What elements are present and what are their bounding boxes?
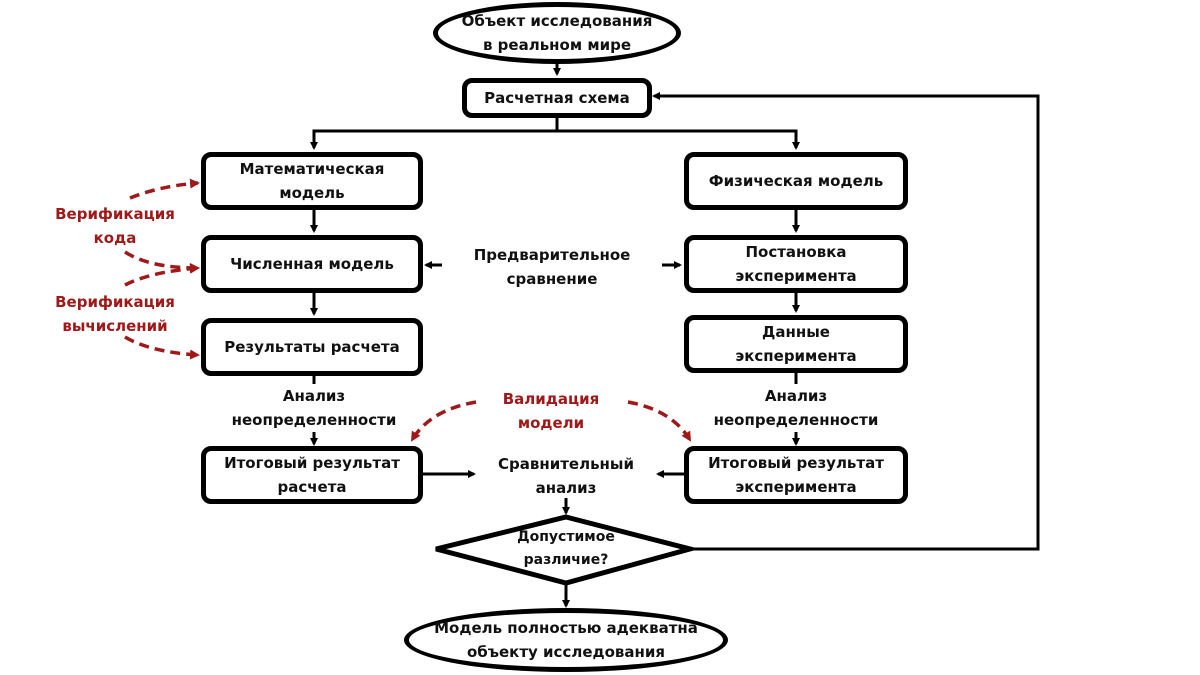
split-connector-right [557, 129, 800, 150]
node-text: Итоговый результат [708, 454, 884, 472]
node-text: расчета [277, 478, 347, 496]
prelim-compare-label: Предварительное сравнение [452, 243, 652, 291]
node-text: Численная модель [230, 255, 394, 273]
node-text: Расчетная схема [484, 89, 630, 107]
node-text: Модель полностью адекватна [434, 619, 698, 637]
experiment-data-node: Данные эксперимента [684, 315, 908, 373]
final-experiment-node: Итоговый результат эксперимента [684, 446, 908, 504]
node-text: Результаты расчета [224, 338, 400, 356]
calc-scheme-node: Расчетная схема [462, 78, 652, 118]
end-node: Модель полностью адекватна объекту иссле… [404, 608, 728, 672]
final-calc-node: Итоговый результат расчета [201, 446, 423, 504]
node-text: различие? [523, 552, 609, 568]
code-verification-annotation: Верификация кода [40, 202, 190, 250]
start-node: Объект исследования в реальном мире [433, 2, 681, 64]
calc-verification-arrow-bottom [124, 335, 200, 360]
validation-arrow-right [627, 400, 692, 442]
experiment-setup-node: Постановка эксперимента [684, 235, 908, 293]
node-text: в реальном мире [482, 36, 632, 54]
calc-results-node: Результаты расчета [201, 318, 423, 376]
annotation-text: Верификация [55, 205, 175, 223]
physical-model-node: Физическая модель [684, 152, 908, 210]
node-text: Постановка [745, 243, 847, 261]
node-text: эксперимента [735, 347, 857, 365]
node-text: объекту исследования [466, 643, 666, 661]
split-connector [310, 114, 559, 150]
node-text: Физическая модель [708, 172, 884, 190]
annotation-text: кода [93, 229, 137, 247]
code-verification-arrow-top [129, 178, 200, 200]
node-text: Объект исследования [461, 12, 653, 30]
decision-text: Допустимое различие? [486, 526, 646, 572]
label-text: Анализ [764, 387, 828, 405]
label-text: Предварительное [473, 246, 631, 264]
label-text: Анализ [282, 387, 346, 405]
calc-verification-annotation: Верификация вычислений [40, 290, 190, 338]
numeric-model-node: Численная модель [201, 235, 423, 293]
label-text: неопределенности [231, 411, 397, 429]
node-text: Допустимое [517, 529, 615, 545]
comparative-analysis-label: Сравнительный анализ [466, 452, 666, 500]
code-verification-arrow-bottom [124, 250, 200, 273]
model-validation-annotation: Валидация модели [476, 387, 626, 435]
uncertainty-left-label: Анализ неопределенности [214, 384, 414, 432]
node-text: Данные [762, 323, 830, 341]
node-text: эксперимента [735, 267, 857, 285]
node-text: эксперимента [735, 478, 857, 496]
annotation-text: Валидация [502, 390, 600, 408]
node-text: Математическая [239, 160, 385, 178]
annotation-text: вычислений [62, 317, 168, 335]
feedback-loop [652, 92, 1040, 551]
math-model-node: Математическая модель [201, 152, 423, 210]
node-text: модель [279, 184, 345, 202]
annotation-text: Верификация [55, 293, 175, 311]
annotation-text: модели [517, 414, 585, 432]
label-text: сравнение [506, 270, 598, 288]
decision-diamond [435, 514, 700, 586]
label-text: анализ [535, 479, 597, 497]
label-text: Сравнительный [497, 455, 634, 473]
calc-verification-arrow-top [124, 263, 200, 287]
uncertainty-right-label: Анализ неопределенности [696, 384, 896, 432]
label-text: неопределенности [713, 411, 879, 429]
node-text: Итоговый результат [224, 454, 400, 472]
validation-arrow-left [410, 400, 477, 442]
